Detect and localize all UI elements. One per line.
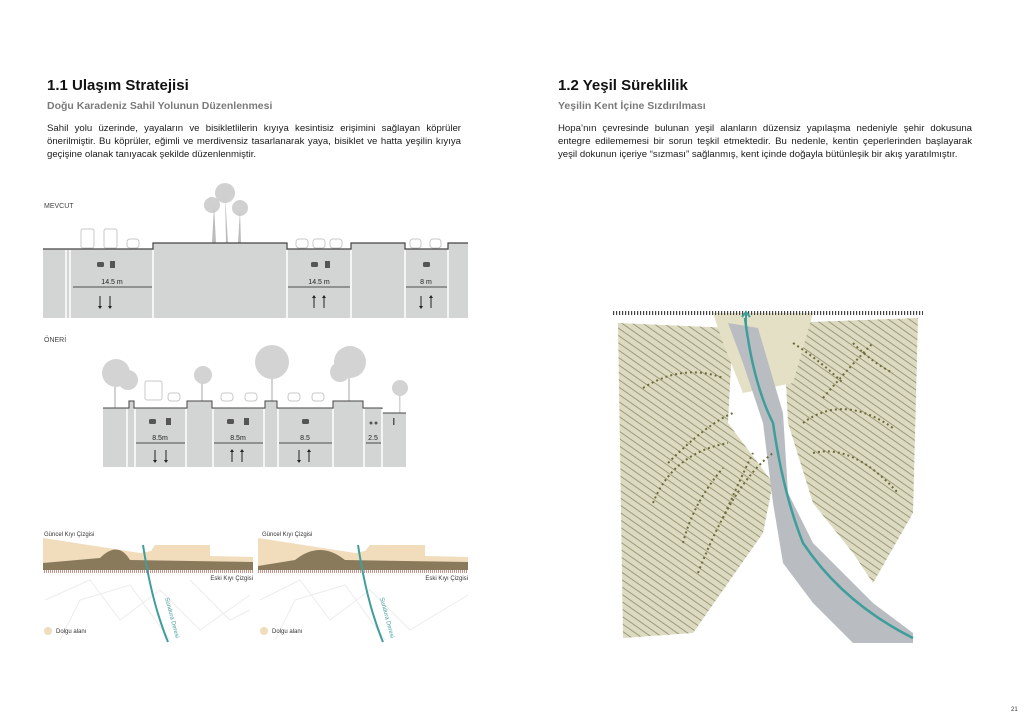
river-label: Sundura Deresi xyxy=(163,597,180,639)
vehicles-icon xyxy=(80,228,442,249)
lane-width: 8.5m xyxy=(152,435,168,442)
vehicle-icons xyxy=(97,261,430,268)
proposed-label: ÖNERİ xyxy=(44,337,67,344)
lane-width: 8.5m xyxy=(230,435,246,442)
existing-label: MEVCUT xyxy=(44,203,74,210)
legend-fill-area: Dolgu alanı xyxy=(56,629,87,635)
green-flow-arrows-icon xyxy=(642,342,899,574)
section-subtitle: Doğu Karadeniz Sahil Yolunun Düzenlenmes… xyxy=(47,100,273,112)
section-title: 1.1 Ulaşım Stratejisi xyxy=(47,77,189,94)
page-number: 21 xyxy=(1011,707,1018,713)
left-column-header: 1.1 Ulaşım Stratejisi Doğu Karadeniz Sah… xyxy=(47,77,272,112)
legend-fill-area: Dolgu alanı xyxy=(272,629,303,635)
river-arrow-icon xyxy=(741,310,751,328)
current-shoreline-label: Güncel Kıyı Çizgisi xyxy=(262,532,312,538)
lane-width: 2.5 xyxy=(368,435,378,442)
lane-width: 14.5 m xyxy=(308,279,330,286)
river-label: Sundura Deresi xyxy=(378,597,395,639)
section-body: Hopa’nın çevresinde bulunan yeşil alanla… xyxy=(558,123,972,160)
section-title: 1.2 Yeşil Süreklilik xyxy=(558,77,688,94)
old-shoreline-label: Eski Kıyı Çizgisi xyxy=(210,576,253,582)
right-column-header: 1.2 Yeşil Süreklilik Yeşilin Kent İçine … xyxy=(558,77,706,112)
trees-icon xyxy=(102,345,408,413)
vehicle-icons xyxy=(149,418,395,425)
shoreline-map-1: Güncel Kıyı Çizgisi Eski Kıyı Çizgisi Su… xyxy=(43,532,253,643)
section-body: Sahil yolu üzerinde, yayaların ve bisikl… xyxy=(47,123,461,160)
lane-width: 14.5 m xyxy=(101,279,123,286)
green-continuity-map xyxy=(613,303,923,643)
palm-trees-icon xyxy=(204,183,248,243)
current-shoreline-label: Güncel Kıyı Çizgisi xyxy=(44,532,94,538)
lane-width: 8.5 xyxy=(300,435,310,442)
vehicles-icon xyxy=(144,380,325,402)
section-subtitle: Yeşilin Kent İçine Sızdırılması xyxy=(558,100,706,112)
old-shoreline-label: Eski Kıyı Çizgisi xyxy=(425,576,468,582)
shoreline-map-2: Güncel Kıyı Çizgisi Eski Kıyı Çizgisi Su… xyxy=(258,532,469,643)
lane-width: 8 m xyxy=(420,279,432,286)
